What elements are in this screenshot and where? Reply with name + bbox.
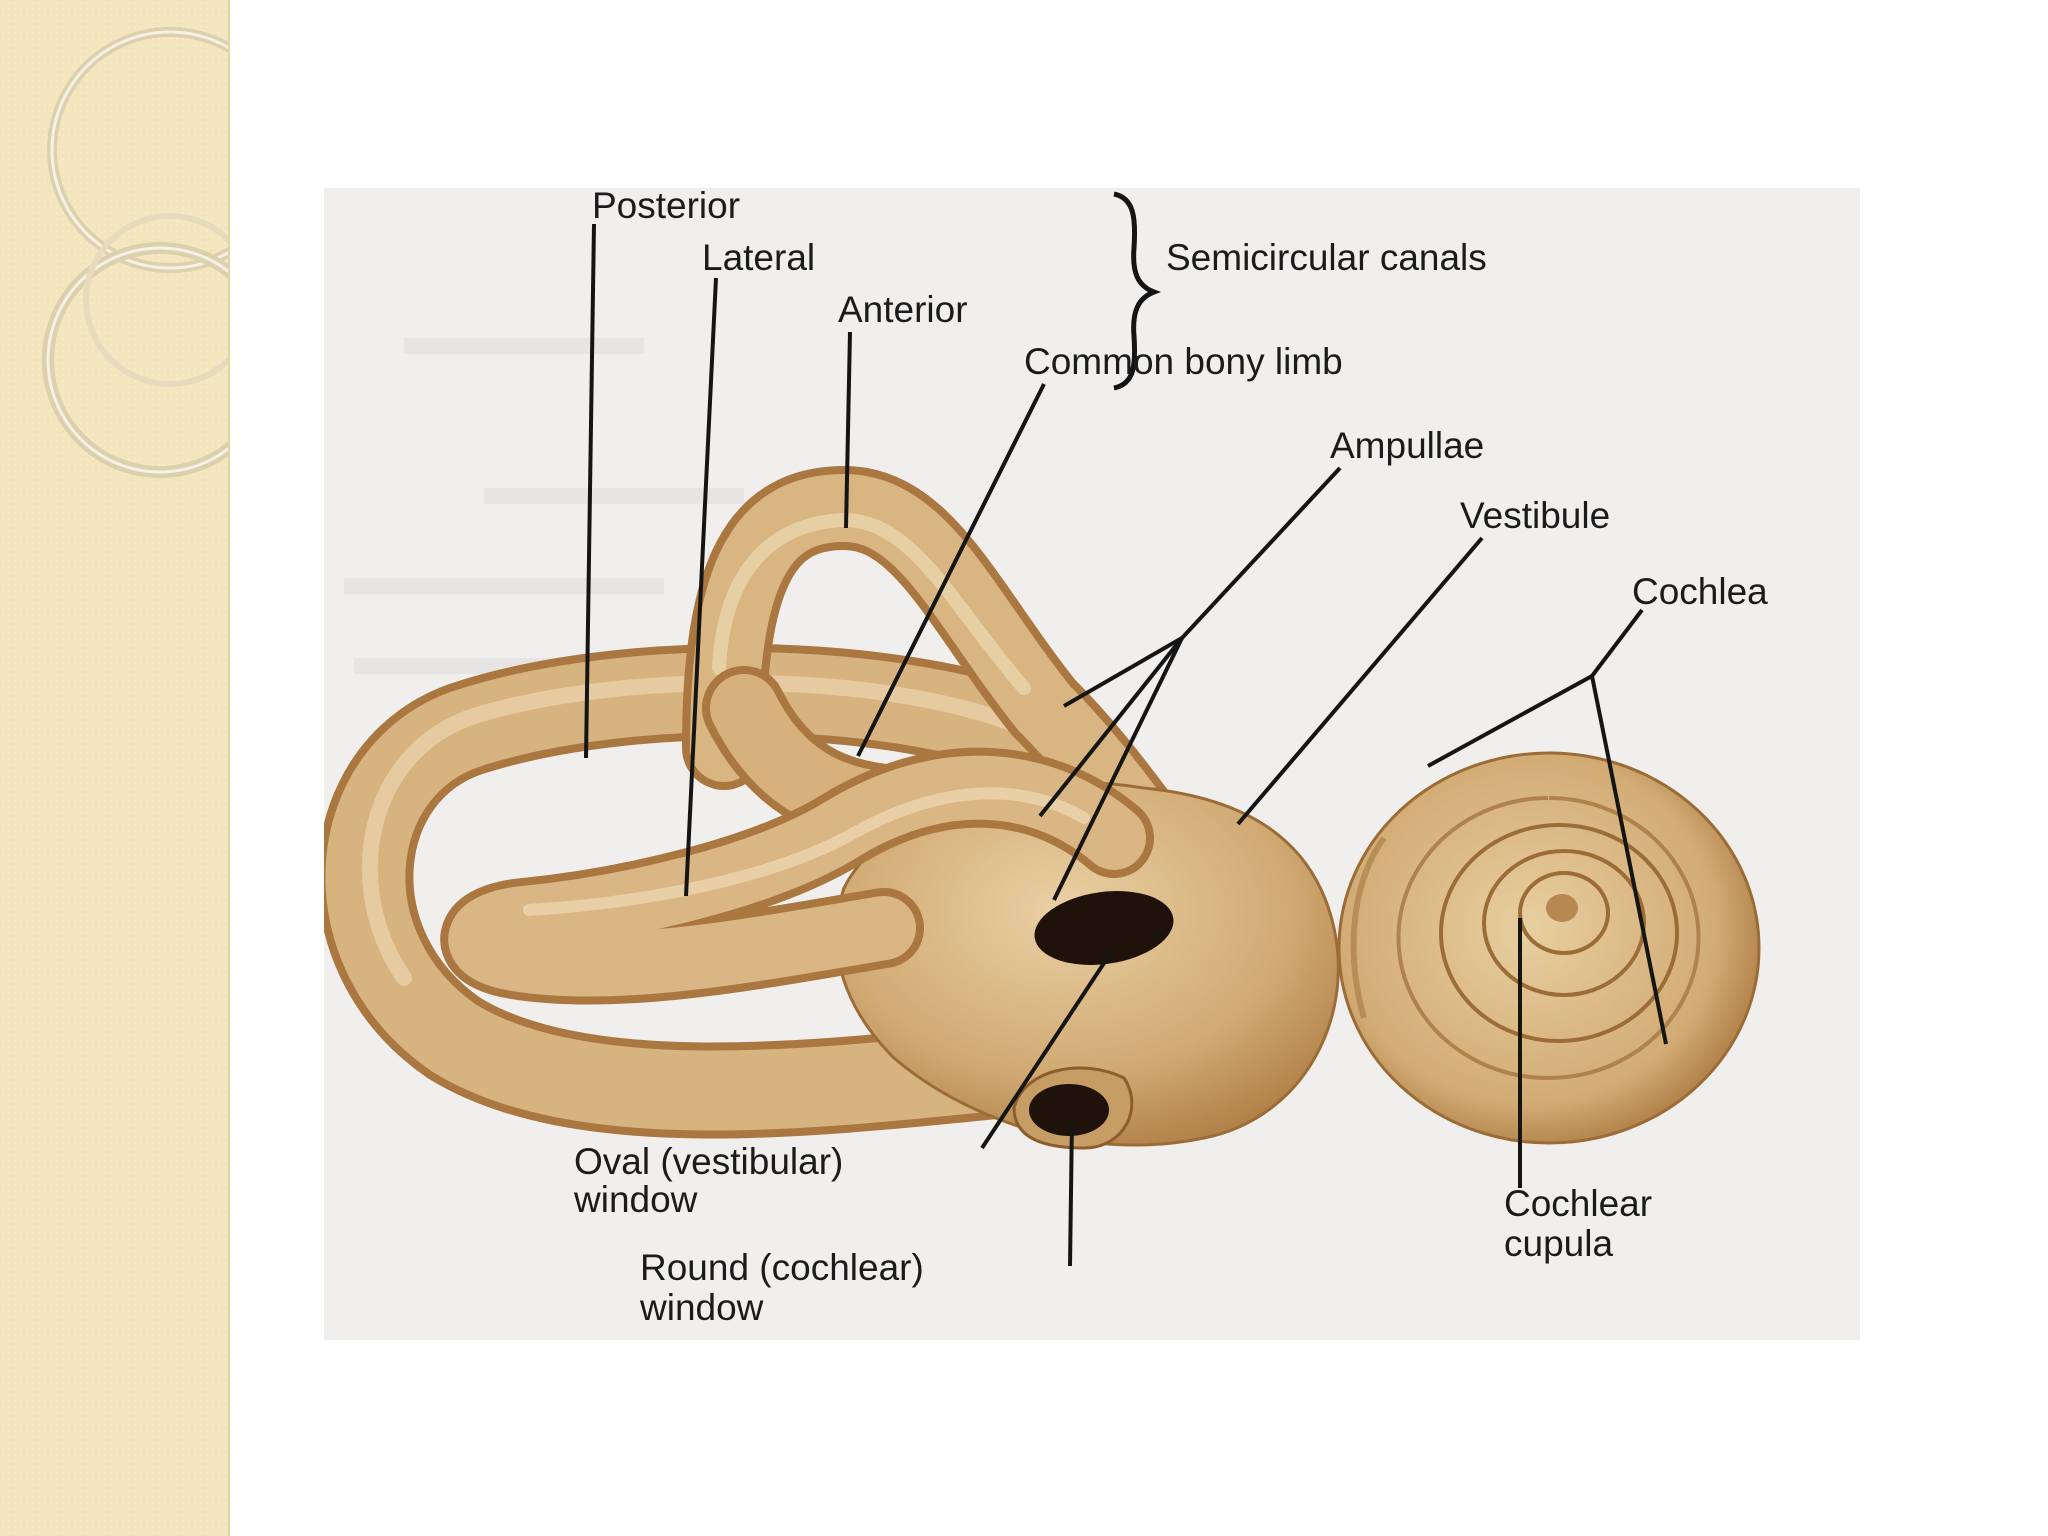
- round-window: [1012, 1066, 1134, 1150]
- ring-medium-highlight: [46, 246, 228, 474]
- label-cochlea: Cochlea: [1632, 571, 1768, 612]
- label-oval-window-line1: Oval (vestibular): [574, 1141, 843, 1182]
- leader-lateral: [684, 277, 718, 897]
- label-cochlear-cupula-line1: Cochlear: [1504, 1183, 1652, 1224]
- leader-cochlea-1: [1427, 674, 1593, 768]
- label-posterior: Posterior: [592, 188, 740, 226]
- decorative-sidebar: [0, 0, 230, 1536]
- leader-anterior: [844, 331, 852, 529]
- leader-ampullae-hub-top: [1180, 466, 1342, 640]
- leader-ampullae-2: [1038, 636, 1184, 818]
- ring-large-highlight: [50, 30, 228, 270]
- label-oval-window-line2: window: [573, 1179, 698, 1220]
- leader-posterior: [584, 223, 596, 759]
- label-common-bony-limb: Common bony limb: [1024, 341, 1343, 382]
- leader-vestibule: [1236, 536, 1484, 826]
- leader-ampullae-3: [1052, 637, 1184, 901]
- oval-window-hole: [1034, 891, 1174, 965]
- leader-ampullae-1: [1063, 636, 1183, 708]
- cochlea: [1337, 751, 1761, 1145]
- leader-oval-window: [980, 952, 1112, 1150]
- label-round-window-line1: Round (cochlear): [640, 1247, 924, 1288]
- inner-ear-figure: Posterior Lateral Anterior Semicircular …: [324, 188, 1860, 1340]
- faint-background-print: [344, 338, 744, 674]
- label-cochlear-cupula-line2: cupula: [1504, 1223, 1613, 1264]
- ring-large: [47, 27, 228, 273]
- decorative-rings: [42, 27, 228, 478]
- label-semicircular-canals: Semicircular canals: [1166, 237, 1487, 278]
- label-round-window-line2: window: [639, 1287, 764, 1328]
- leader-cochlea-hub: [1590, 608, 1644, 678]
- anterior-canal: [682, 465, 1186, 870]
- lateral-canal: [440, 747, 1154, 1005]
- label-ampullae: Ampullae: [1330, 425, 1484, 466]
- inner-ear-diagram: Posterior Lateral Anterior Semicircular …: [324, 188, 1768, 1328]
- ring-small: [83, 213, 228, 387]
- semicircular-canals-brace: [1113, 191, 1162, 391]
- leader-common-bony-limb: [856, 383, 1046, 757]
- label-vestibule: Vestibule: [1460, 495, 1610, 536]
- label-lateral: Lateral: [702, 237, 815, 278]
- leader-cochlea-2: [1590, 675, 1668, 1045]
- ring-medium: [42, 242, 228, 478]
- leader-round-window: [1068, 1117, 1074, 1267]
- label-anterior: Anterior: [838, 289, 968, 330]
- leader-lines: [584, 223, 1668, 1267]
